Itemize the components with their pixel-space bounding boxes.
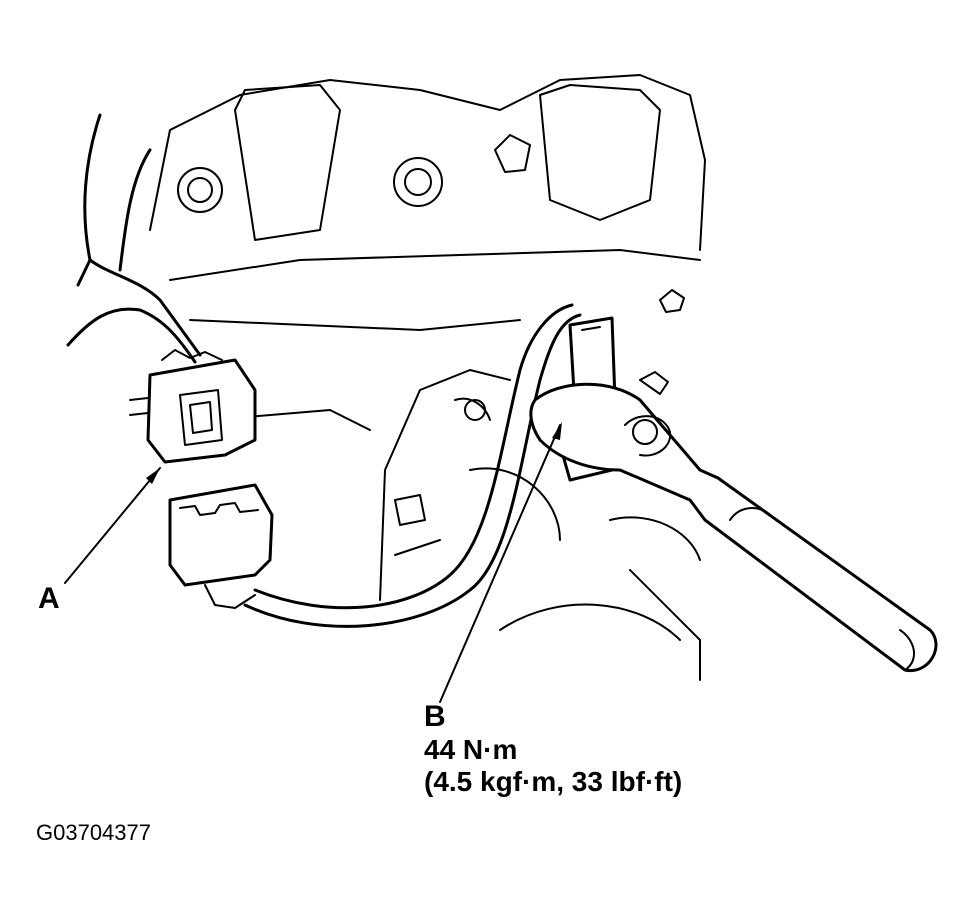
callout-b: B 44 N·m (4.5 kgf·m, 33 lbf·ft) — [424, 700, 682, 798]
leader-b — [439, 424, 561, 703]
callout-b-label: B — [424, 700, 446, 733]
torque-spec-alt-units: (4.5 kgf·m, 33 lbf·ft) — [424, 766, 683, 797]
engine-block — [149, 74, 706, 681]
sensor-wire — [243, 303, 582, 628]
leader-lines — [64, 422, 562, 703]
callout-a-label: A — [38, 582, 60, 615]
connector-a — [129, 349, 257, 464]
leader-a — [64, 467, 161, 584]
arrowhead-b — [552, 422, 562, 440]
wire-harness — [66, 113, 202, 364]
connector-b-half — [168, 483, 274, 609]
figure-id: G03704377 — [36, 820, 151, 845]
wrench — [529, 382, 938, 672]
arrowhead-a — [146, 468, 160, 484]
torque-spec-nm: 44 N·m — [424, 734, 518, 765]
